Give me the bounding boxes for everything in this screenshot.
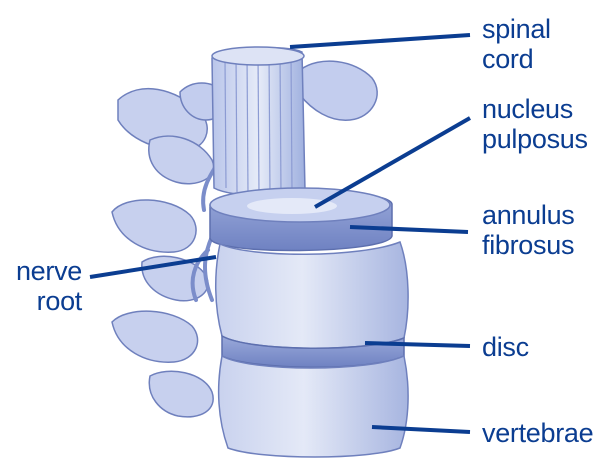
vertebral-body-middle	[216, 242, 408, 348]
label-spinal-cord-line-1: spinal	[482, 14, 551, 44]
label-nerve-root-line-1: nerve	[0, 256, 82, 286]
label-nucleus-pulposus: nucleus pulposus	[482, 94, 588, 154]
label-nucleus-pulposus-line-1: nucleus	[482, 94, 588, 124]
label-disc-line-1: disc	[482, 332, 529, 362]
label-nerve-root-line-2: root	[0, 286, 82, 316]
leader-nucleus-pulposus	[315, 118, 470, 207]
label-spinal-cord: spinal cord	[482, 14, 551, 74]
label-annulus-fibrosus-line-2: fibrosus	[482, 230, 574, 260]
intervertebral-disc-top	[210, 188, 392, 251]
vertebral-body-lower	[219, 356, 408, 457]
label-annulus-fibrosus-line-1: annulus	[482, 200, 574, 230]
spinal-cord-shape	[212, 47, 305, 196]
label-nucleus-pulposus-line-2: pulposus	[482, 124, 588, 154]
label-nerve-root: nerve root	[0, 256, 82, 316]
leader-spinal-cord	[290, 35, 470, 47]
label-disc: disc	[482, 332, 529, 362]
vertebral-processes	[112, 89, 214, 417]
label-vertebrae-line-1: vertebrae	[482, 418, 593, 448]
label-spinal-cord-line-2: cord	[482, 44, 551, 74]
label-vertebrae: vertebrae	[482, 418, 593, 448]
label-annulus-fibrosus: annulus fibrosus	[482, 200, 574, 260]
